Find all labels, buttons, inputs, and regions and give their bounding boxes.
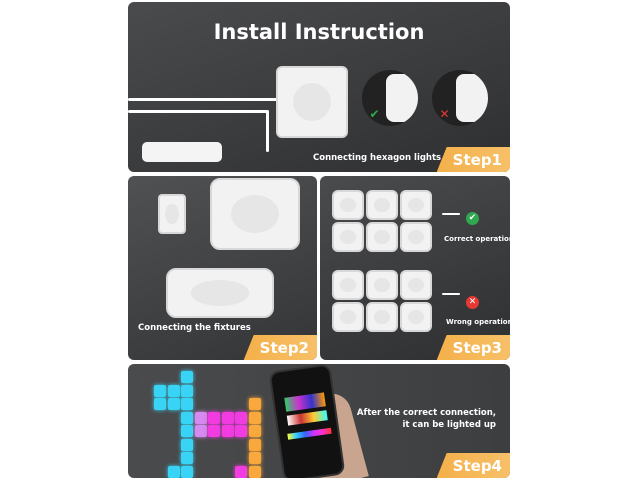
cable bbox=[442, 213, 460, 215]
step2-label: Step2 bbox=[243, 335, 317, 360]
light-tile bbox=[366, 222, 398, 252]
light-tile bbox=[332, 270, 364, 300]
light-tile bbox=[332, 222, 364, 252]
light-tile bbox=[400, 270, 432, 300]
correct-label: Correct operation bbox=[444, 235, 510, 243]
step4-caption-2: it can be lighted up bbox=[402, 420, 497, 430]
light-tile bbox=[276, 66, 348, 138]
lit-tile-cyan bbox=[154, 398, 166, 410]
lit-tile-orange bbox=[248, 398, 261, 410]
controller bbox=[142, 142, 222, 162]
light-tile bbox=[366, 270, 398, 300]
step2-panel: Connecting the fixtures Step2 bbox=[128, 176, 317, 360]
light-tile bbox=[332, 190, 364, 220]
step1-caption: Connecting hexagon lights bbox=[313, 153, 442, 163]
lit-tile-cyan bbox=[154, 384, 166, 397]
x-icon: ✕ bbox=[439, 107, 450, 121]
light-tile bbox=[366, 190, 398, 220]
step4-panel: After the correct connection, it can be … bbox=[128, 364, 510, 478]
lit-tile-magenta bbox=[235, 465, 247, 478]
lit-tile-cyan bbox=[181, 411, 193, 424]
lit-tile-orange bbox=[248, 438, 261, 451]
step3-label: Step3 bbox=[436, 335, 510, 360]
connector bbox=[158, 194, 186, 234]
lit-tile-cyan bbox=[181, 384, 193, 397]
lit-tile-violet bbox=[194, 411, 207, 424]
lit-tile-magenta bbox=[208, 411, 220, 424]
step1-panel: Install Instruction ✔ ✕ Connecting hexag… bbox=[128, 2, 510, 172]
lit-tile-violet bbox=[194, 425, 207, 437]
step4-caption-1: After the correct connection, bbox=[356, 408, 496, 418]
step2-caption: Connecting the fixtures bbox=[138, 323, 251, 333]
lit-tile-magenta bbox=[235, 425, 247, 437]
lit-tile-orange bbox=[248, 425, 261, 437]
wrong-detail: ✕ bbox=[432, 70, 488, 126]
correct-detail: ✔ bbox=[362, 70, 418, 126]
power-cable bbox=[128, 110, 268, 113]
lit-tile-cyan bbox=[181, 425, 193, 437]
x-icon: ✕ bbox=[466, 296, 479, 309]
lit-tile-cyan bbox=[181, 438, 193, 451]
lit-tile-cyan bbox=[167, 398, 180, 410]
light-tile bbox=[366, 302, 398, 332]
lit-tile-cyan bbox=[167, 465, 180, 478]
check-icon: ✔ bbox=[466, 212, 479, 225]
phone-app bbox=[268, 364, 346, 478]
lit-tile-cyan bbox=[181, 398, 193, 410]
step3-panel: ✔ Correct operation ✕ Wrong operation St… bbox=[320, 176, 510, 360]
lit-tile-orange bbox=[248, 465, 261, 478]
lit-tile-magenta bbox=[208, 425, 220, 437]
lit-tile-cyan bbox=[167, 384, 180, 397]
light-tile bbox=[166, 268, 274, 318]
check-icon: ✔ bbox=[369, 107, 380, 121]
lit-tile-cyan bbox=[181, 371, 193, 383]
lit-tile-cyan bbox=[181, 465, 193, 478]
usb-cable bbox=[128, 98, 278, 101]
light-tile bbox=[400, 222, 432, 252]
lit-tile-cyan bbox=[181, 452, 193, 464]
light-tile bbox=[400, 190, 432, 220]
lit-tile-magenta bbox=[221, 425, 234, 437]
cable bbox=[442, 293, 460, 295]
page-title: Install Instruction bbox=[213, 20, 425, 44]
power-cable-bend bbox=[266, 110, 269, 152]
lit-tile-orange bbox=[248, 452, 261, 464]
light-tile bbox=[332, 302, 364, 332]
lit-tile-orange bbox=[248, 411, 261, 424]
step4-label: Step4 bbox=[436, 453, 510, 478]
lit-tile-magenta bbox=[221, 411, 234, 424]
light-tile bbox=[400, 302, 432, 332]
light-tile bbox=[210, 178, 300, 250]
step1-label: Step1 bbox=[436, 147, 510, 172]
wrong-label: Wrong operation bbox=[446, 318, 510, 326]
lit-tile-magenta bbox=[235, 411, 247, 424]
